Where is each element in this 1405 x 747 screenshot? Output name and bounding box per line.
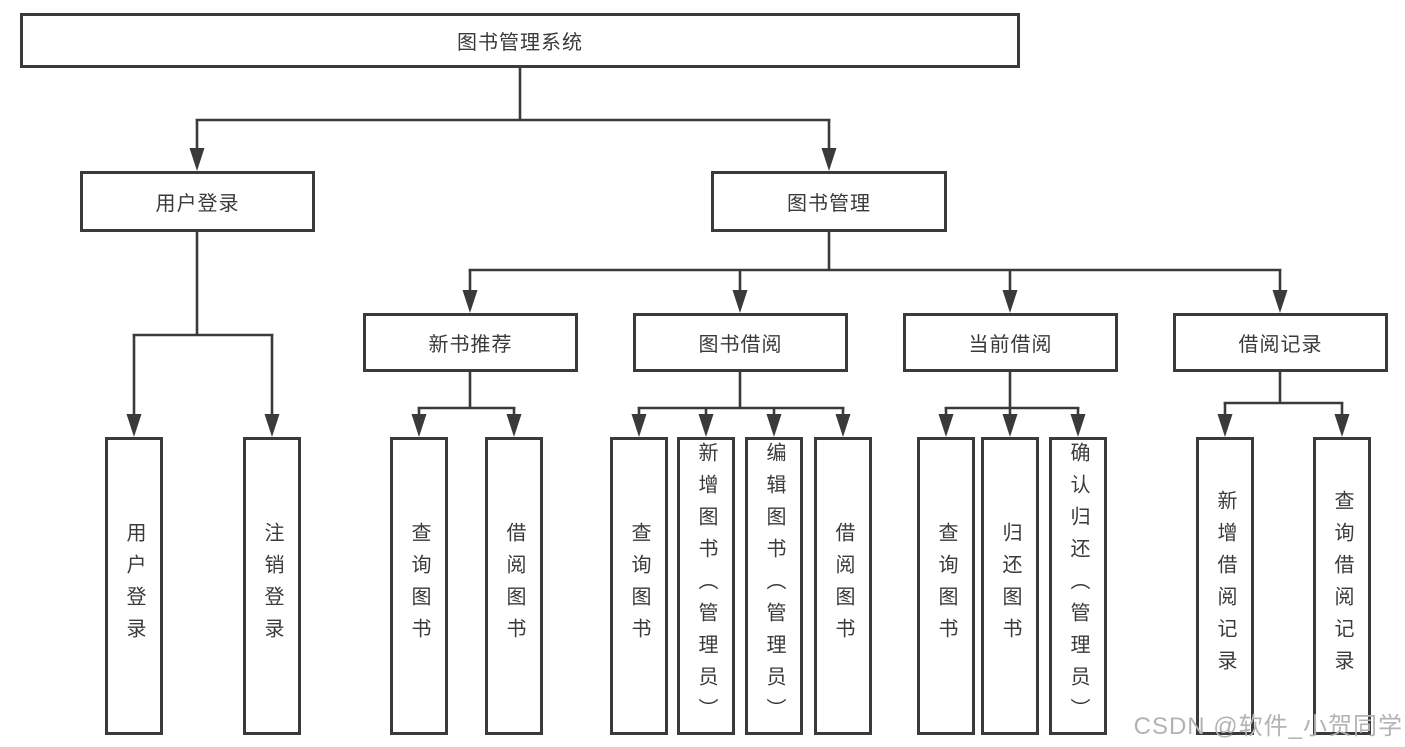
leaf-label: 注销登录 xyxy=(261,522,283,650)
connector-root-to-level2 xyxy=(189,68,837,171)
leaf-label: 查询借阅记录 xyxy=(1331,490,1353,682)
leaf-label: 借阅图书 xyxy=(503,522,525,650)
node-user-login: 用户登录 xyxy=(80,171,315,232)
csdn-watermark: CSDN @软件_小贺同学 xyxy=(1133,713,1403,740)
node-label: 新书推荐 xyxy=(428,334,513,356)
leaf-query-books-current: 查询图书 xyxy=(917,437,975,735)
leaf-borrow-books: 借阅图书 xyxy=(814,437,872,735)
leaf-query-borrow-record: 查询借阅记录 xyxy=(1313,437,1371,735)
leaf-query-books-borrow: 查询图书 xyxy=(610,437,668,735)
leaf-label: 查询图书 xyxy=(408,522,430,650)
node-label: 借阅记录 xyxy=(1238,334,1323,356)
leaf-user-login: 用户登录 xyxy=(105,437,163,735)
connector-current-borrow-to-leaves xyxy=(938,372,1086,437)
leaf-query-books-recommend: 查询图书 xyxy=(390,437,448,735)
leaf-label: 确认归还（管理员） xyxy=(1067,442,1089,730)
leaf-label: 归还图书 xyxy=(999,522,1021,650)
leaf-borrow-books-recommend: 借阅图书 xyxy=(485,437,543,735)
connector-borrow-record-to-leaves xyxy=(1217,372,1350,437)
node-new-book-recommend: 新书推荐 xyxy=(363,313,578,372)
leaf-edit-books-admin: 编辑图书（管理员） xyxy=(745,437,803,735)
node-label: 图书管理 xyxy=(787,193,871,215)
node-label: 当前借阅 xyxy=(968,334,1053,356)
leaf-add-borrow-record: 新增借阅记录 xyxy=(1196,437,1254,735)
node-label: 图书管理系统 xyxy=(457,32,583,54)
leaf-label: 新增图书（管理员） xyxy=(695,442,717,730)
leaf-label: 查询图书 xyxy=(935,522,957,650)
leaf-label: 查询图书 xyxy=(628,522,650,650)
connector-user-login-to-leaves xyxy=(126,232,280,437)
leaf-confirm-return-admin: 确认归还（管理员） xyxy=(1049,437,1107,735)
node-book-management: 图书管理 xyxy=(711,171,947,232)
connector-new-book-to-leaves xyxy=(411,372,522,437)
leaf-add-books-admin: 新增图书（管理员） xyxy=(677,437,735,735)
leaf-label: 借阅图书 xyxy=(832,522,854,650)
connector-book-borrow-to-leaves xyxy=(631,372,851,437)
node-label: 图书借阅 xyxy=(698,334,783,356)
leaf-label: 用户登录 xyxy=(123,522,145,650)
node-label: 用户登录 xyxy=(155,193,240,215)
leaf-label: 编辑图书（管理员） xyxy=(763,442,785,730)
leaf-logout: 注销登录 xyxy=(243,437,301,735)
node-library-management-system: 图书管理系统 xyxy=(20,13,1020,68)
leaf-label: 新增借阅记录 xyxy=(1214,490,1236,682)
node-book-borrow: 图书借阅 xyxy=(633,313,848,372)
leaf-return-books: 归还图书 xyxy=(981,437,1039,735)
connector-book-mgmt-to-level3 xyxy=(462,232,1288,313)
node-current-borrow: 当前借阅 xyxy=(903,313,1118,372)
node-borrow-records: 借阅记录 xyxy=(1173,313,1388,372)
